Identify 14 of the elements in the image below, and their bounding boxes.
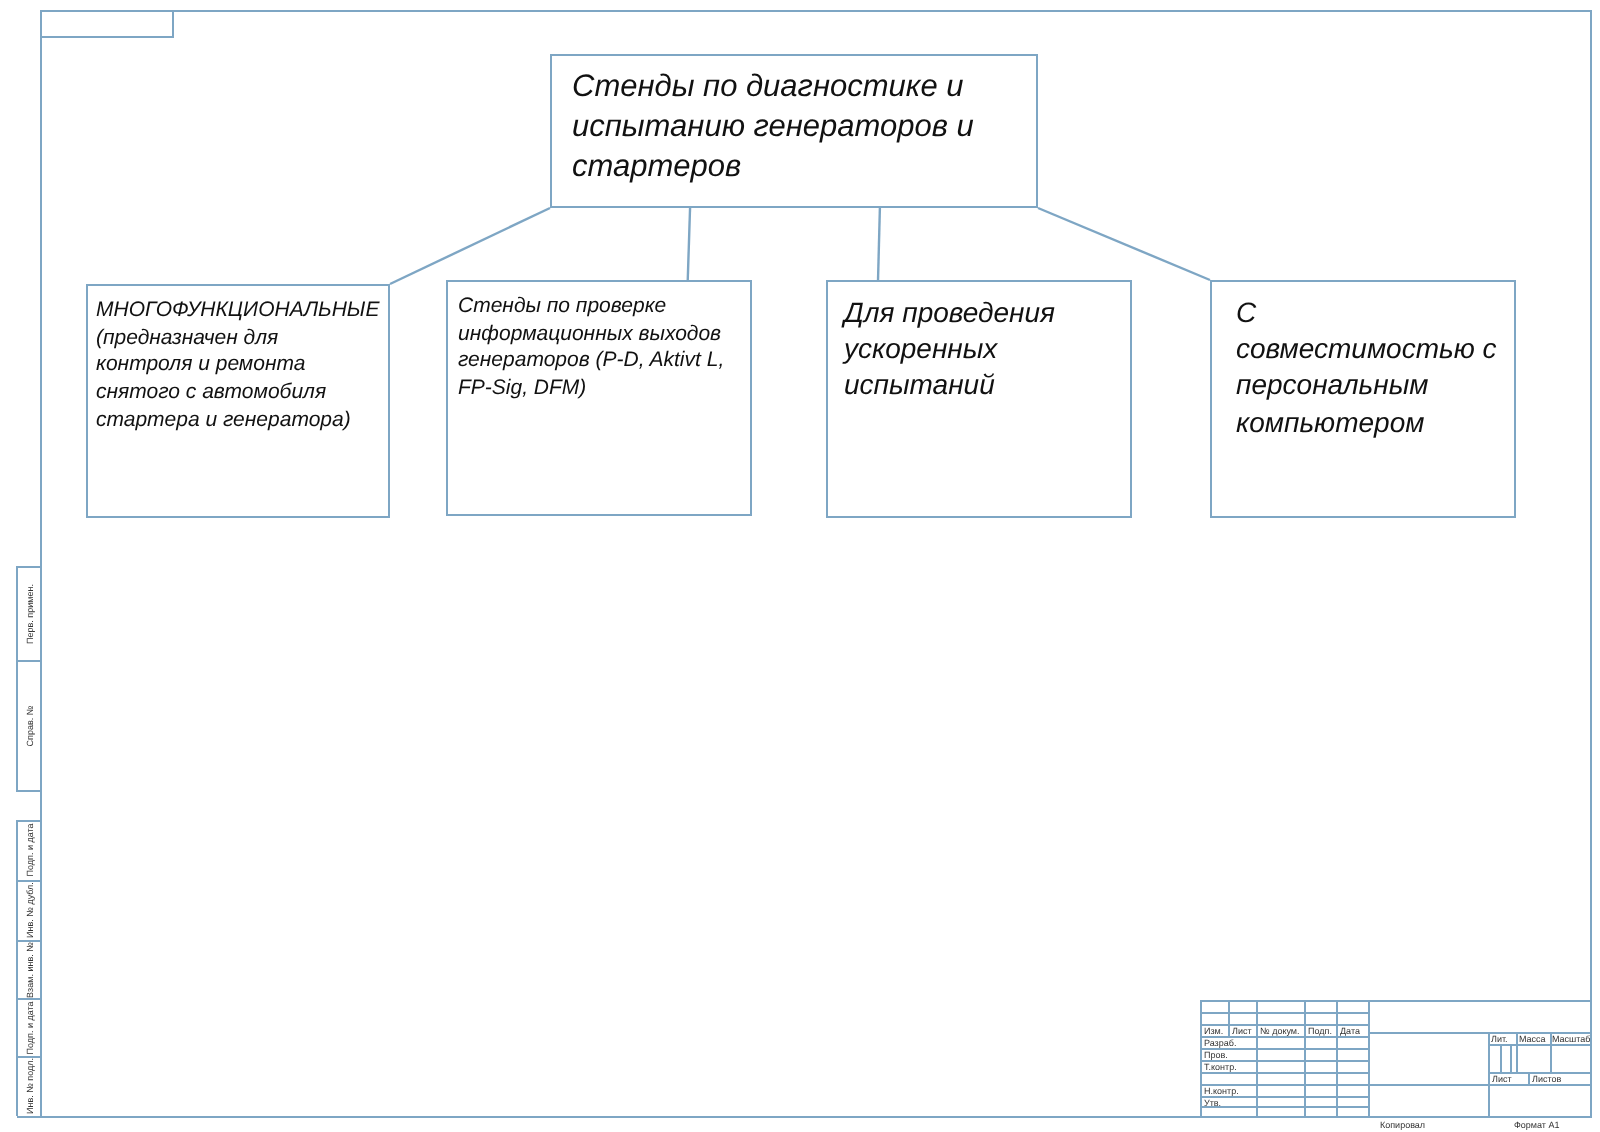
connector-line xyxy=(876,207,882,281)
node-text: С совместимостью с персональным компьютером xyxy=(1236,294,1499,440)
node-text: Стенды по проверке информационных выходов генераторов (P-D, Aktivt L, FP-Sig, DFM) xyxy=(458,294,727,404)
node-text: МНОГОФУНКЦИОНАЛЬНЫЕ (предназначен для контроля и ремонта снятого с автомобиля стартера и генератора) xyxy=(96,298,376,435)
connector-line xyxy=(1037,206,1211,282)
connector-line xyxy=(389,206,551,286)
process-box xyxy=(550,54,1038,208)
process-box xyxy=(86,284,390,518)
node-text: Стенды по диагностике и испытанию генераторов и стартеров xyxy=(572,68,976,189)
process-box xyxy=(826,280,1132,518)
node-text: Для проведения ускоренных испытаний xyxy=(844,294,1058,404)
connector-line xyxy=(686,207,692,281)
process-box xyxy=(446,280,752,516)
process-box xyxy=(1210,280,1516,518)
